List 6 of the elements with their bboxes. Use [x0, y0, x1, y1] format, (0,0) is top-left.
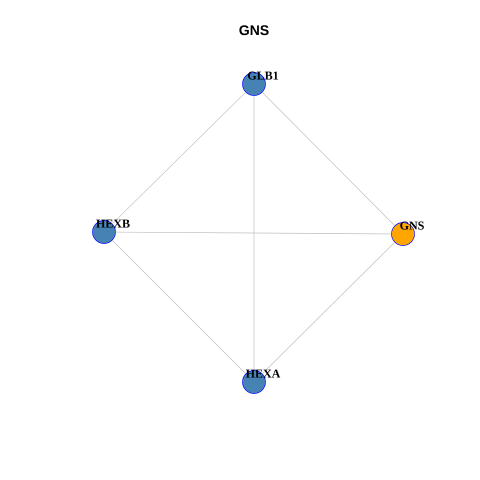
edge-line: [112, 240, 246, 374]
edge-line: [262, 242, 395, 374]
edge-line: [116, 232, 392, 234]
edge-line: [112, 92, 246, 224]
title: GNS: [239, 25, 269, 36]
edge-line: [262, 92, 395, 226]
